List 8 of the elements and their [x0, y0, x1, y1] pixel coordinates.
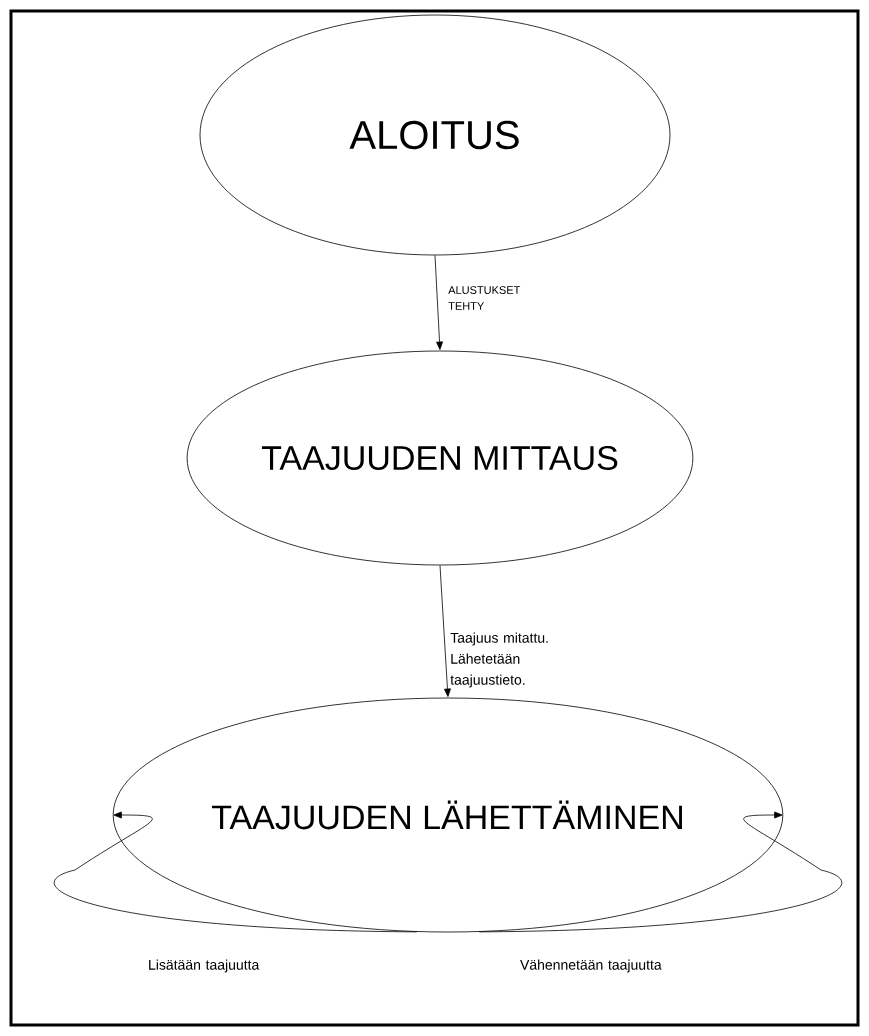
edge-label: Taajuus mitattu. Lähetetään taajuustieto. — [450, 632, 548, 688]
edge-label: ALUSTUKSET TEHTY — [448, 286, 521, 310]
arrow — [439, 565, 451, 697]
edge-label: Lisätään taajuutta — [149, 959, 260, 973]
edge-label: Vähennetään taajuutta — [520, 959, 662, 973]
arrow — [434, 255, 443, 350]
arrow — [54, 811, 418, 933]
arrow — [478, 811, 842, 933]
